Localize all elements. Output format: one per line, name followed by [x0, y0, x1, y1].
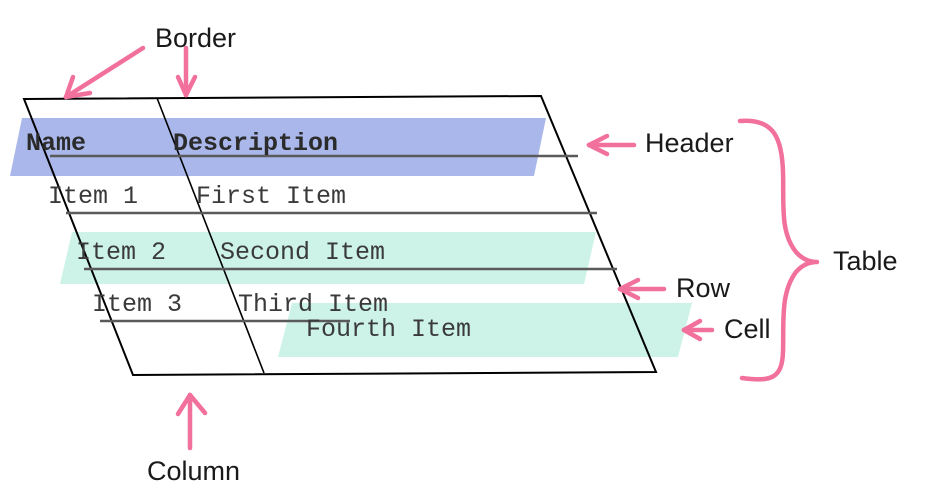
header-highlight-band — [10, 118, 546, 176]
border-arrow-diagonal — [63, 45, 146, 100]
table-header-cell-description: Description — [173, 129, 339, 158]
row-arrow — [617, 277, 667, 301]
label-border: Border — [155, 23, 237, 53]
table-border-outline[interactable] — [22, 94, 658, 377]
table-cell-description-1: First Item — [196, 182, 347, 211]
table-brace — [737, 118, 820, 382]
table-cell-name-1: Item 1 — [48, 182, 139, 211]
table-cell-floating-fourth: Fourth Item — [306, 315, 472, 344]
label-row: Row — [676, 273, 731, 303]
label-header: Header — [645, 128, 734, 158]
cell-highlight-band — [278, 303, 692, 357]
column-divider-border[interactable] — [156, 97, 265, 374]
column-arrow — [175, 392, 208, 451]
table-cell-description-2: Second Item — [220, 238, 386, 267]
header-arrow — [586, 133, 637, 157]
label-table: Table — [833, 246, 898, 276]
label-column: Column — [147, 456, 241, 486]
table-cell-name-2: Item 2 — [76, 238, 167, 267]
border-arrow-vertical — [175, 45, 198, 98]
label-cell: Cell — [724, 314, 771, 344]
cell-arrow — [681, 318, 715, 342]
row-highlight-band — [60, 232, 596, 284]
table-header-cell-name: Name — [26, 129, 87, 158]
table-cell-name-3: Item 3 — [92, 290, 183, 319]
table-cell-description-3: Third Item — [238, 290, 389, 319]
